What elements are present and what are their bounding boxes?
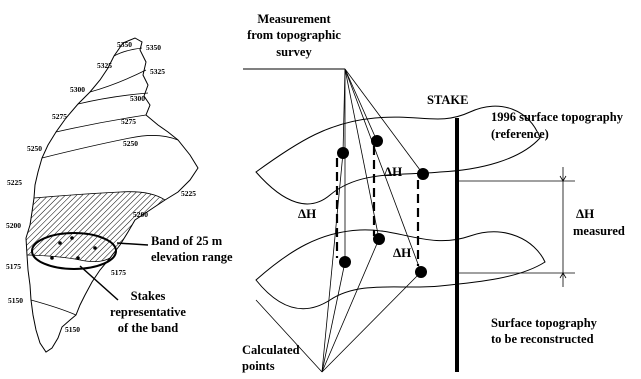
calc-ray [321, 238, 380, 373]
contour-5300 [89, 69, 147, 93]
contour-label: 5175 [111, 268, 126, 277]
stake-dot [93, 246, 97, 250]
contour-5275 [77, 92, 149, 105]
calc-ray [321, 271, 422, 373]
contour-5325 [113, 47, 143, 57]
stake-dot [58, 241, 62, 245]
contour-label: 5250 [27, 144, 42, 153]
contour-label: 5250 [123, 139, 138, 148]
contour-label: 5200 [133, 210, 148, 219]
measured-arrowhead-top [559, 175, 567, 182]
contour-label: 5325 [97, 61, 112, 70]
survey-ray [344, 68, 422, 273]
stakes-ellipse [31, 232, 117, 270]
measured-label: ΔH [576, 206, 594, 221]
calculated-point [339, 256, 351, 268]
calc-ray [255, 299, 323, 373]
contour-label: 5200 [6, 221, 21, 230]
calculated-point [337, 147, 349, 159]
calc-ray [321, 152, 344, 373]
contour-5150 [30, 299, 77, 316]
calculated-point [373, 233, 385, 245]
stakes-label: Stakes [131, 289, 166, 303]
contour-label: 5325 [150, 67, 165, 76]
stakes-leader [79, 265, 119, 301]
contour-label: 5300 [70, 85, 85, 94]
survey-label: from topographic [247, 28, 341, 42]
stake-dot [50, 256, 54, 260]
contour-label: 5175 [6, 262, 21, 271]
stake-dot [70, 236, 74, 240]
measured-arrowhead-bottom [559, 272, 567, 279]
reconstructed-surface [255, 229, 546, 310]
reference-label: 1996 surface topography [491, 110, 624, 124]
survey-ray [344, 68, 424, 175]
elevation-band [26, 191, 165, 262]
reference-label: (reference) [491, 127, 549, 141]
contour-label: 5225 [7, 178, 22, 187]
glacier-outline [25, 37, 199, 353]
contour-label: 5150 [65, 325, 80, 334]
stakes-label: of the band [118, 321, 178, 335]
contour-5250 [55, 114, 147, 133]
stakes-label: representative [110, 305, 186, 319]
reconstruct-label: Surface topography [491, 316, 598, 330]
calculated-point [417, 168, 429, 180]
reference-surface [255, 105, 541, 205]
contour-label: 5225 [181, 189, 196, 198]
calculated-label: Calculated [242, 343, 300, 357]
delta-h-label: ΔH [393, 245, 411, 260]
survey-ray [344, 68, 378, 142]
delta-h-label: ΔH [384, 164, 402, 179]
measured-label: measured [573, 224, 625, 238]
contour-5225 [41, 135, 179, 159]
delta-h-label: ΔH [298, 206, 316, 221]
calculated-point [415, 266, 427, 278]
contour-label: 5350 [146, 43, 161, 52]
survey-label: survey [276, 45, 312, 59]
contour-label: 5150 [8, 296, 23, 305]
band-leader [116, 242, 149, 246]
reconstruct-label: to be reconstructed [491, 332, 594, 346]
calculated-label: points [242, 359, 275, 373]
band-label: elevation range [151, 250, 233, 264]
band-label: Band of 25 m [151, 234, 223, 248]
stake-label: STAKE [427, 93, 468, 107]
contour-label: 5275 [121, 117, 136, 126]
cross-section: Measurement from topographic survey STAK… [242, 12, 625, 373]
calculated-point [371, 135, 383, 147]
survey-label: Measurement [257, 12, 331, 26]
contour-label: 5350 [117, 40, 132, 49]
contour-label: 5275 [52, 112, 67, 121]
glacier-map: 5350 5350 5325 5325 5300 5300 5275 5275 … [6, 37, 233, 353]
calc-ray [321, 261, 346, 373]
stake-dot [76, 256, 80, 260]
contour-label: 5300 [130, 94, 145, 103]
